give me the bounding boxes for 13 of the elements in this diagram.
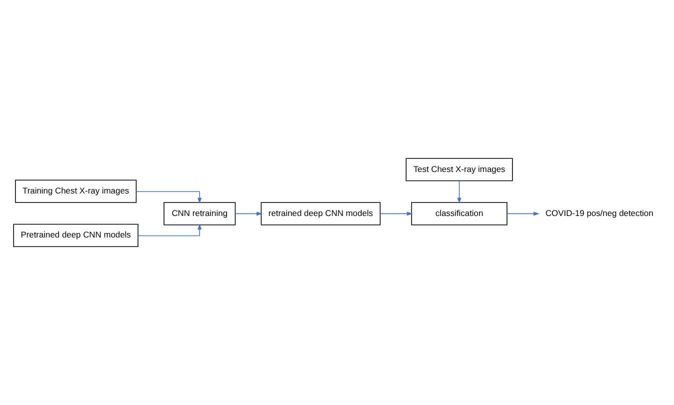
arrow (138, 224, 202, 236)
node-text: COVID-19 pos/neg detection (545, 208, 654, 218)
node-box: Test Chest X-ray images (406, 158, 513, 182)
node-box: retrained deep CNN models (260, 202, 381, 226)
node-box: classification (411, 202, 508, 226)
arrow (380, 212, 413, 216)
arrow (506, 212, 540, 216)
node-box: CNN retraining (164, 202, 236, 226)
arrow (457, 180, 462, 204)
arrow (234, 212, 262, 216)
node-box: Pretrained deep CNN models (13, 224, 138, 247)
node-box: Training Chest X-ray images (15, 180, 137, 203)
arrow (136, 191, 202, 204)
